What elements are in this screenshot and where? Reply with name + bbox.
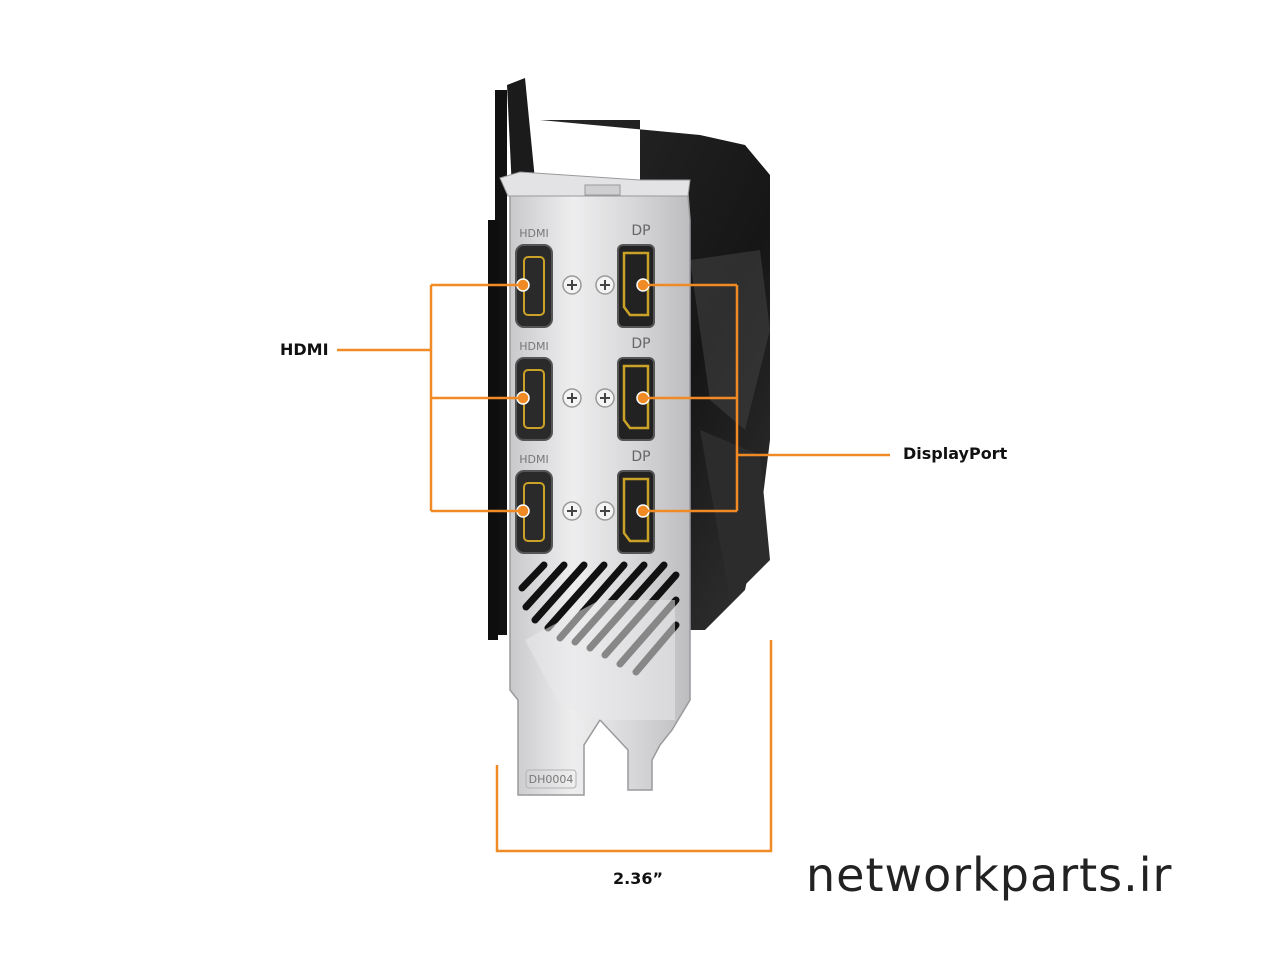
dp-engraving: DP	[631, 223, 650, 239]
dimension-label: 2.36”	[613, 869, 663, 888]
displayport-port: DP	[595, 223, 655, 328]
dp-engraving: DP	[631, 449, 650, 465]
watermark: networkparts.ir	[806, 848, 1173, 902]
hdmi-port: HDMI	[515, 227, 582, 328]
dimension-bracket	[495, 640, 773, 853]
hdmi-engraving: HDMI	[519, 453, 548, 466]
hdmi-callout-lines	[337, 283, 523, 513]
io-bracket: DH0004	[499, 171, 691, 796]
hdmi-engraving: HDMI	[519, 340, 548, 353]
displayport-callout-lines	[643, 283, 890, 513]
bracket-marking: DH0004	[529, 773, 574, 786]
ports: HDMI HDMI HDMI DP DP DP	[515, 223, 655, 554]
displayport-port: DP	[595, 449, 655, 554]
displayport-callout-label: DisplayPort	[903, 444, 1008, 463]
hdmi-engraving: HDMI	[519, 227, 548, 240]
cooler-shroud	[488, 78, 770, 640]
hdmi-callout-label: HDMI	[280, 340, 329, 359]
dp-engraving: DP	[631, 336, 650, 352]
